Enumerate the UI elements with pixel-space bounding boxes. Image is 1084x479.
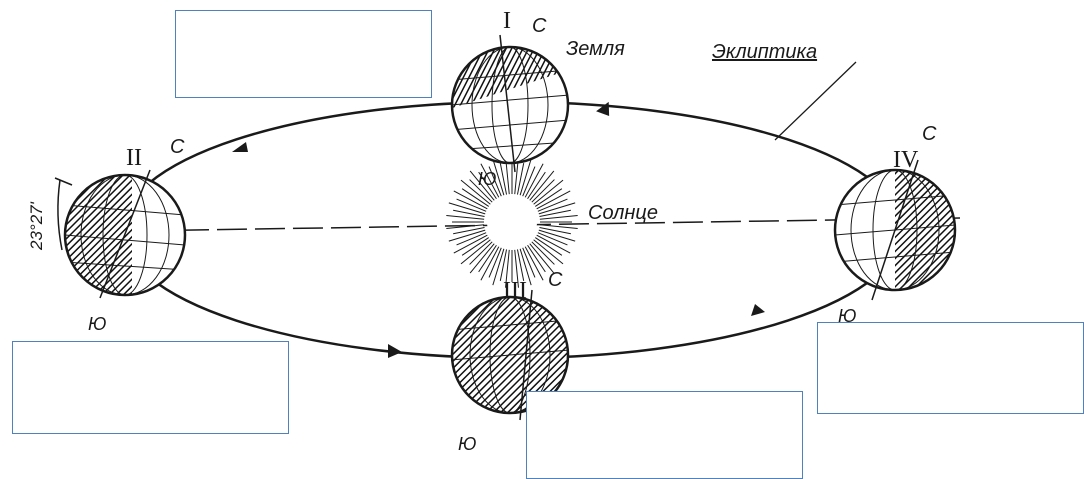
sun (446, 156, 577, 287)
sun-ray (517, 163, 523, 194)
sun-ray (470, 242, 493, 265)
sun-ray (532, 180, 555, 203)
numeral-position-3: III (503, 278, 527, 304)
north-label-position-1: С (532, 15, 547, 37)
answer-box-position-2[interactable] (12, 341, 289, 434)
north-label-position-3: С (548, 269, 563, 291)
sun-ray (500, 249, 506, 280)
earth-position-1 (433, 23, 570, 172)
south-label-position-1: Ю (478, 169, 496, 189)
answer-box-position-3[interactable] (526, 391, 803, 479)
answer-box-position-1[interactable] (175, 10, 432, 98)
earth-label: Земля (566, 38, 625, 60)
sun-ray (540, 216, 578, 220)
ecliptic-label: Эклиптика (712, 41, 817, 63)
sun-ray (453, 227, 484, 233)
sun-label: Солнце (588, 202, 658, 224)
sun-ray (539, 210, 570, 216)
sun-ray (446, 216, 484, 220)
numeral-position-1: I (503, 8, 511, 34)
earth-position-2 (60, 170, 185, 300)
sun-ray (500, 163, 506, 194)
answer-box-position-4[interactable] (817, 322, 1084, 414)
orbit-arrow-lower-left (388, 344, 402, 358)
orbit-arrow-upper-left (232, 142, 248, 152)
numeral-position-4: IV (893, 147, 919, 173)
south-label-position-3: Ю (458, 434, 476, 454)
sun-ray (540, 225, 578, 229)
south-label-position-2: Ю (88, 314, 106, 334)
sun-ray (532, 242, 555, 265)
orbit-arrow-lower-right (751, 304, 765, 316)
sun-ray (539, 227, 570, 233)
sun-ray (517, 249, 523, 280)
ecliptic-label-leader (775, 62, 856, 140)
sun-ray (453, 210, 484, 216)
tilt-angle-label: 23°27' (27, 201, 46, 251)
north-label-position-4: С (922, 123, 937, 145)
north-label-position-2: С (170, 136, 185, 158)
earth-position-4 (835, 160, 960, 300)
numeral-position-2: II (126, 145, 142, 171)
